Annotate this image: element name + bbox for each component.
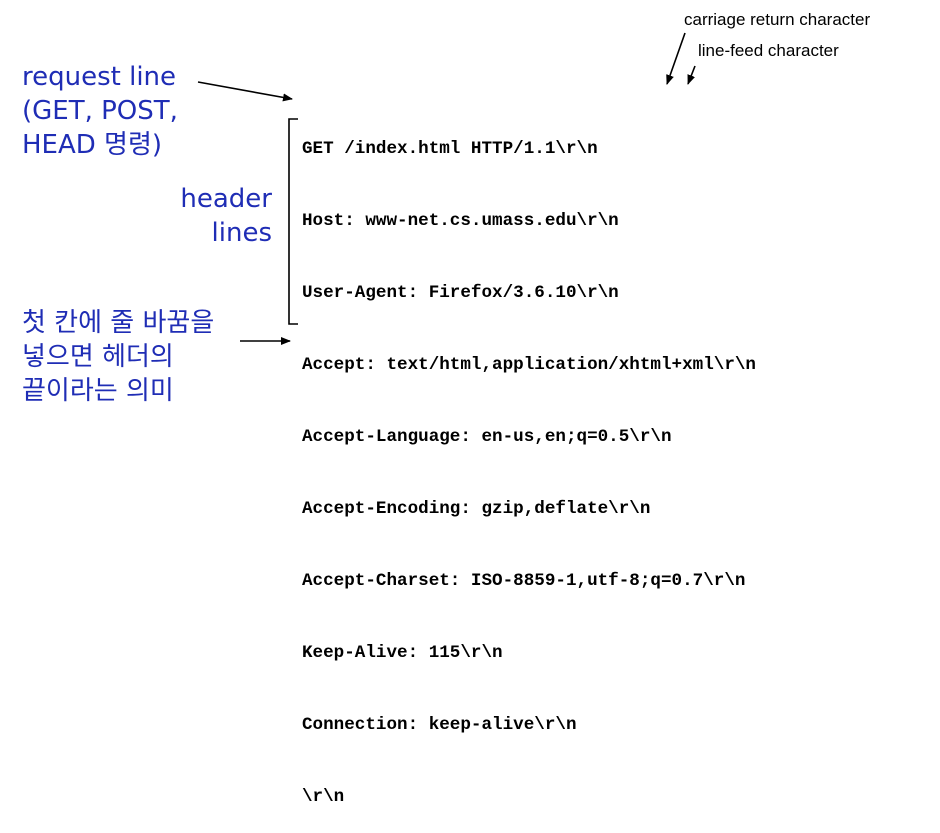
header-line-accept-language: Accept-Language: en-us,en;q=0.5\r\n xyxy=(302,427,672,447)
blank-line-note-line-2: 넣으면 헤더의 xyxy=(22,342,174,372)
blank-line-note-line-3: 끝이라는 의미 xyxy=(22,376,174,406)
header-line-user-agent: User-Agent: Firefox/3.6.10\r\n xyxy=(302,283,619,303)
header-line-accept: Accept: text/html,application/xhtml+xml\… xyxy=(302,355,756,375)
annotation-arrows xyxy=(197,32,696,345)
carriage-return-arrow xyxy=(666,32,686,85)
header-line-connection: Connection: keep-alive\r\n xyxy=(302,715,577,735)
carriage-return-label: carriage return character xyxy=(684,10,871,29)
request-line-label-line-3: HEAD 명령) xyxy=(22,130,163,160)
header-line-host: Host: www-net.cs.umass.edu\r\n xyxy=(302,211,619,231)
request-line-label-line-1: request line xyxy=(22,62,177,92)
line-feed-arrow xyxy=(687,65,696,85)
header-lines-label-line-1: header xyxy=(180,184,272,214)
header-line-accept-encoding: Accept-Encoding: gzip,deflate\r\n xyxy=(302,499,651,519)
request-line-arrow xyxy=(197,81,293,102)
header-lines-bracket xyxy=(288,118,298,325)
blank-line-note: 첫 칸에 줄 바꿈을 넣으면 헤더의 끝이라는 의미 xyxy=(22,306,214,408)
header-lines-label-line-2: lines xyxy=(211,218,272,248)
blank-line-crlf: \r\n xyxy=(302,787,345,807)
header-line-keep-alive: Keep-Alive: 115\r\n xyxy=(302,643,503,663)
request-line-label-line-2: (GET, POST, xyxy=(22,96,178,126)
blank-line-note-line-1: 첫 칸에 줄 바꿈을 xyxy=(22,308,215,338)
line-feed-label: line-feed character xyxy=(698,41,839,60)
header-line-accept-charset: Accept-Charset: ISO-8859-1,utf-8;q=0.7\r… xyxy=(302,571,746,591)
header-lines-label: header lines xyxy=(180,182,272,250)
request-line-label: request line (GET, POST, HEAD 명령) xyxy=(22,60,178,162)
request-line: GET /index.html HTTP/1.1\r\n xyxy=(302,139,598,159)
